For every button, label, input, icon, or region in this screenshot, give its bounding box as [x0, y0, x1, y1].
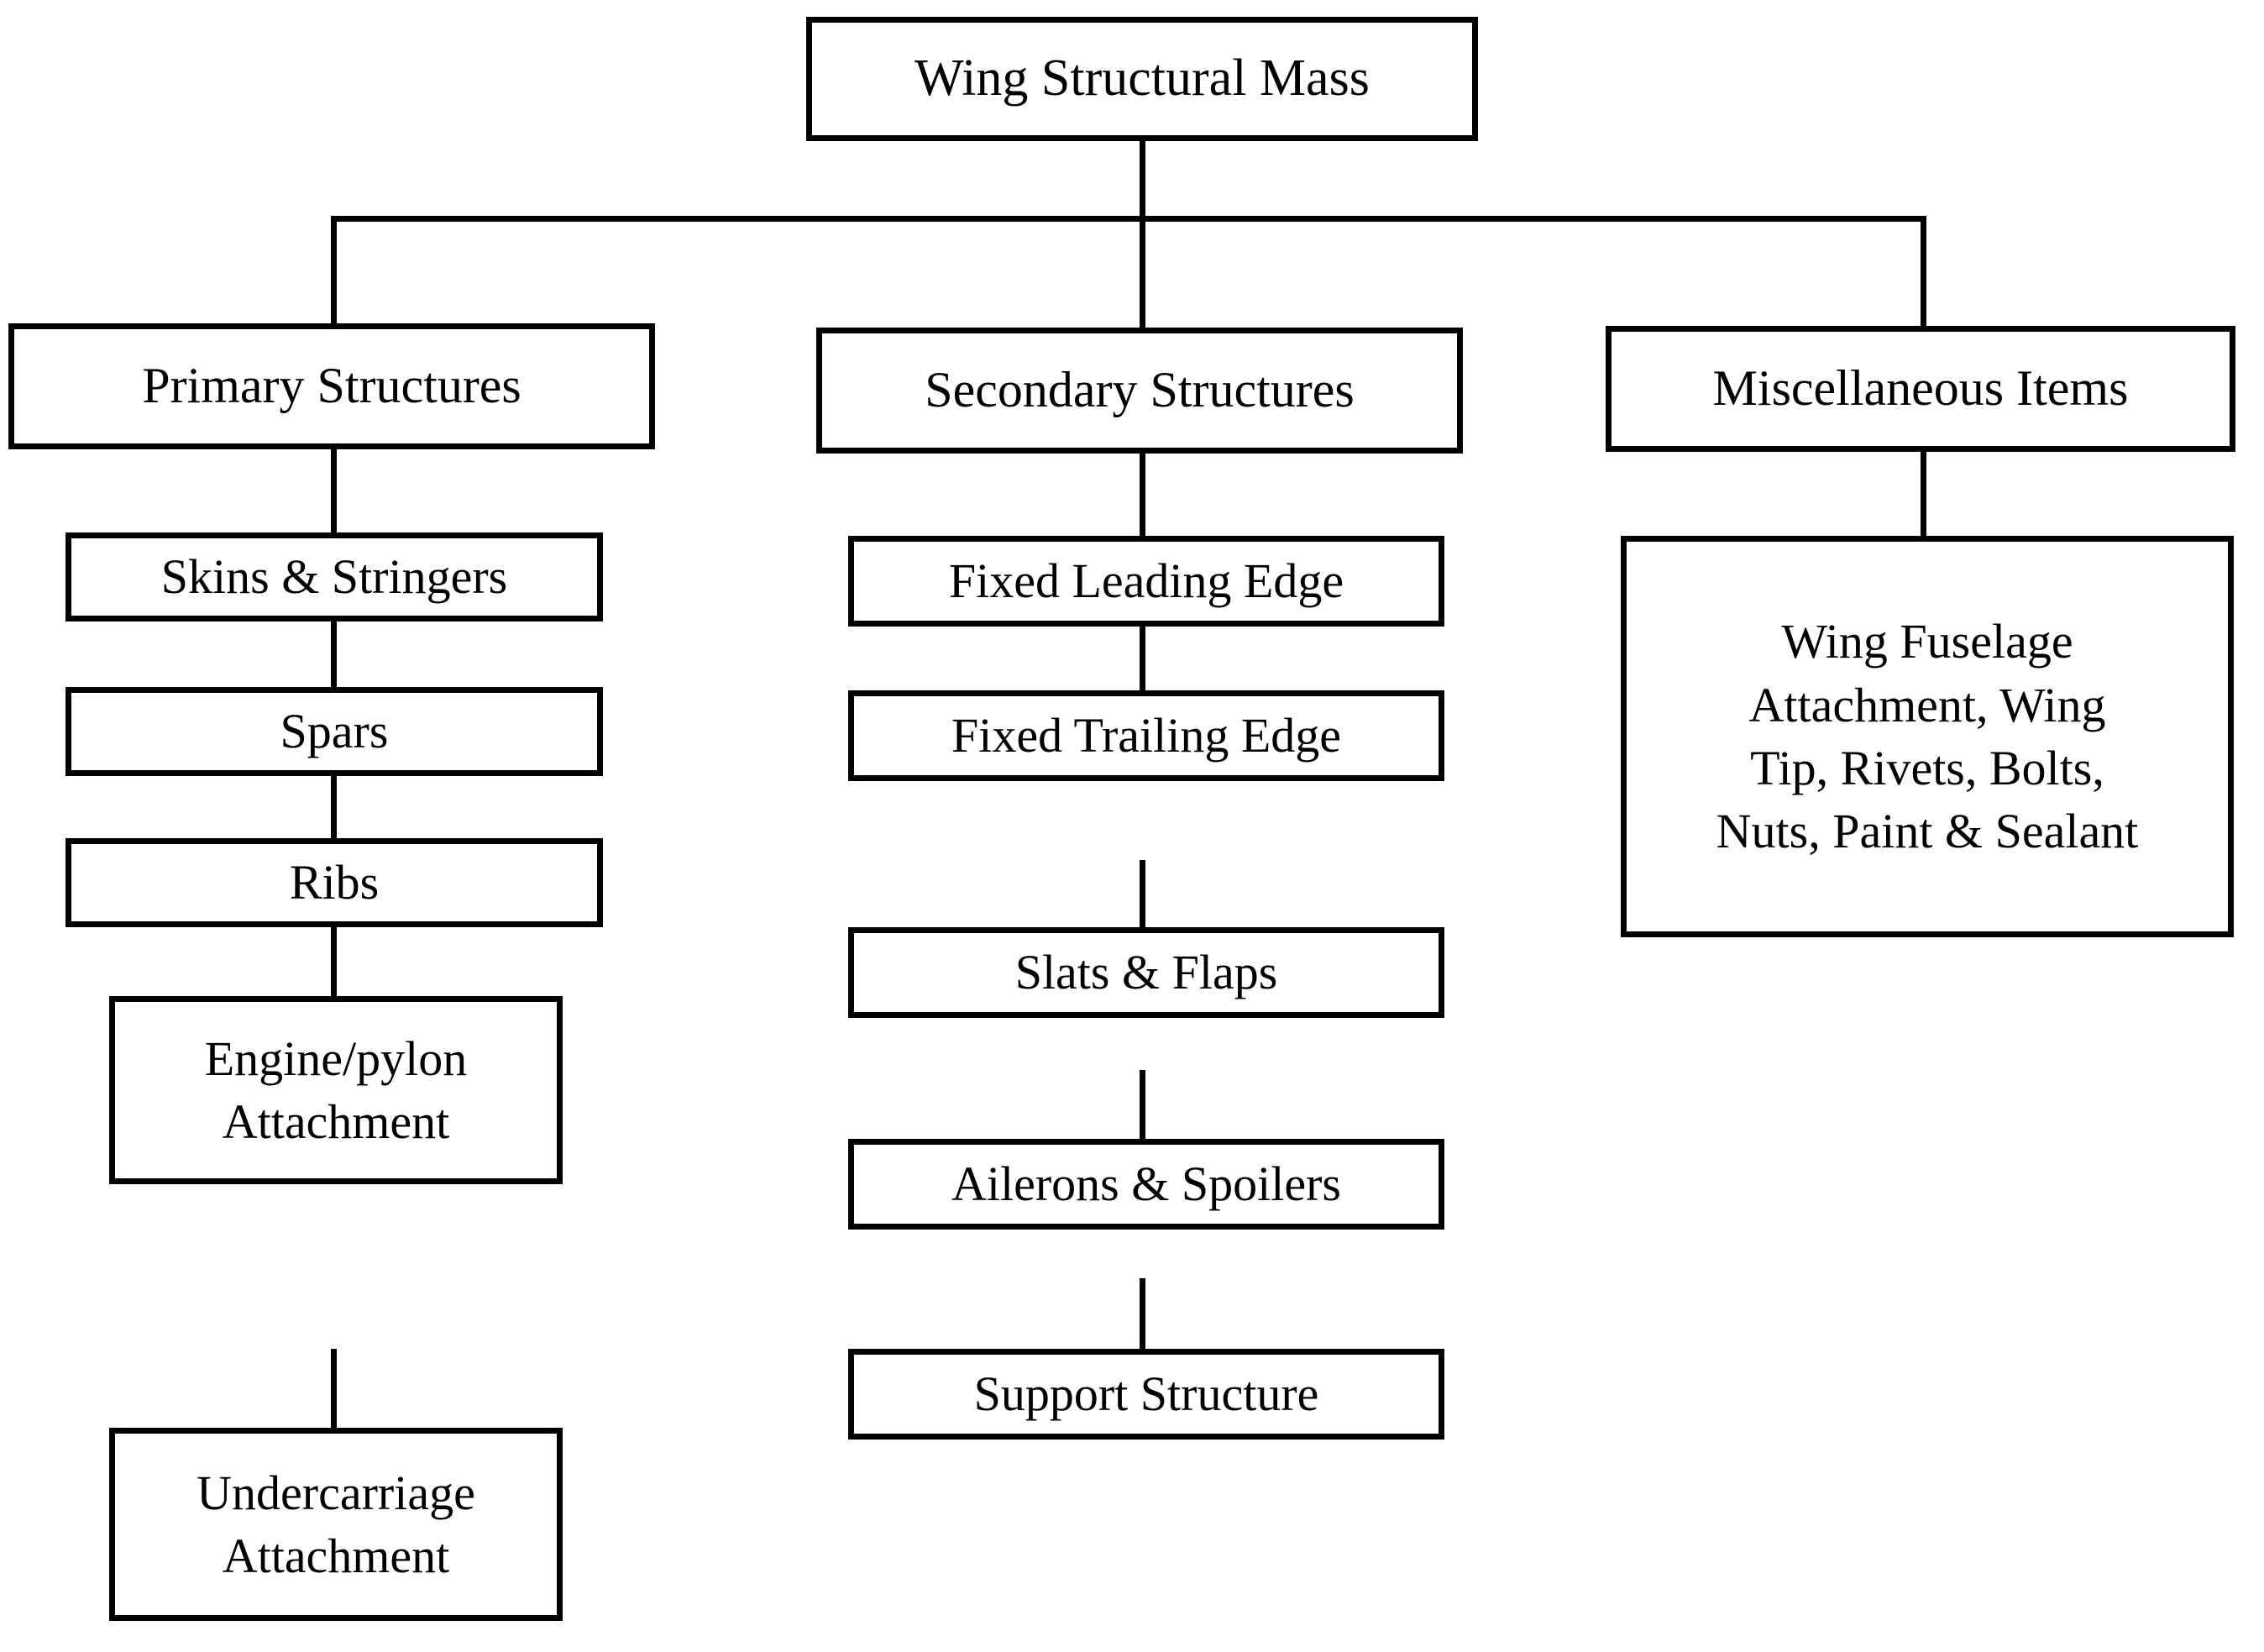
node-label: Miscellaneous Items	[1712, 360, 2129, 417]
node-label: Undercarriage Attachment	[197, 1465, 475, 1583]
node-label: Wing Fuselage Attachment, Wing Tip, Rive…	[1716, 614, 2139, 859]
node-label: Support Structure	[973, 1366, 1319, 1421]
edge-misc-to-misc-items	[1921, 447, 1926, 538]
node-label: Ailerons & Spoilers	[951, 1156, 1341, 1211]
edge-secondary-to-fixed-leading	[1140, 448, 1145, 540]
node-wing-structural-mass[interactable]: Wing Structural Mass	[806, 17, 1478, 141]
node-undercarriage-attachment[interactable]: Undercarriage Attachment	[109, 1428, 563, 1621]
node-label: Ribs	[289, 854, 380, 910]
edge-ribs-to-engine	[331, 924, 337, 999]
node-misc-items-detail[interactable]: Wing Fuselage Attachment, Wing Tip, Rive…	[1621, 536, 2234, 937]
edge-fixed-leading-to-fixed-trailing	[1140, 621, 1145, 695]
node-label: Fixed Leading Edge	[948, 553, 1344, 608]
edge-ailerons-to-support	[1140, 1278, 1145, 1354]
node-skins-and-stringers[interactable]: Skins & Stringers	[66, 532, 603, 621]
node-label: Spars	[280, 703, 389, 758]
node-fixed-trailing-edge[interactable]: Fixed Trailing Edge	[848, 690, 1444, 781]
node-label: Secondary Structures	[925, 362, 1355, 418]
edge-primary-to-skins	[331, 445, 337, 538]
node-primary-structures[interactable]: Primary Structures	[8, 323, 655, 449]
node-fixed-leading-edge[interactable]: Fixed Leading Edge	[848, 536, 1444, 627]
node-label: Wing Structural Mass	[915, 50, 1370, 108]
node-ailerons-and-spoilers[interactable]: Ailerons & Spoilers	[848, 1139, 1444, 1230]
node-label: Primary Structures	[142, 358, 521, 414]
edge-skins-to-spars	[331, 618, 337, 692]
edge-bus-drop-misc	[1921, 216, 1926, 328]
edge-bus-drop-secondary	[1140, 216, 1145, 329]
node-label: Skins & Stringers	[160, 548, 508, 604]
node-label: Engine/pylon Attachment	[204, 1031, 468, 1149]
edge-spars-to-ribs	[331, 773, 337, 843]
node-support-structure[interactable]: Support Structure	[848, 1349, 1444, 1440]
node-label: Slats & Flaps	[1014, 944, 1278, 999]
node-ribs[interactable]: Ribs	[66, 838, 603, 927]
node-slats-and-flaps[interactable]: Slats & Flaps	[848, 927, 1444, 1018]
node-secondary-structures[interactable]: Secondary Structures	[816, 328, 1463, 454]
node-label: Fixed Trailing Edge	[951, 707, 1342, 763]
edge-root-bus	[331, 216, 1926, 222]
edge-fixed-trailing-to-slats	[1140, 860, 1145, 932]
edge-engine-to-undercarriage	[331, 1349, 337, 1433]
edge-slats-to-ailerons	[1140, 1070, 1145, 1144]
node-engine-pylon-attachment[interactable]: Engine/pylon Attachment	[109, 996, 563, 1184]
edge-bus-drop-primary	[331, 216, 337, 327]
node-spars[interactable]: Spars	[66, 687, 603, 776]
node-miscellaneous-items[interactable]: Miscellaneous Items	[1606, 326, 2235, 452]
edge-root-stem	[1140, 134, 1145, 222]
